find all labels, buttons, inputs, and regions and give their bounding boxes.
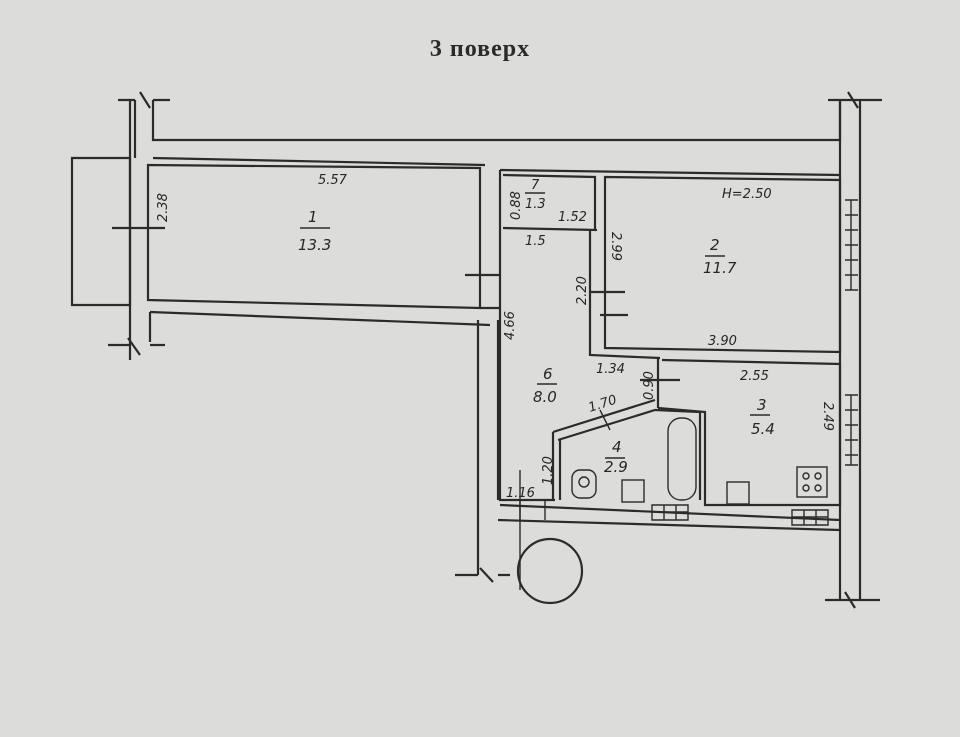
floor-title: 3 поверх xyxy=(429,36,531,62)
room-4-number: 4 xyxy=(612,438,622,456)
walls xyxy=(70,91,882,609)
dim-room3-length: 2.55 xyxy=(740,369,769,384)
dim-room2-length: 3.90 xyxy=(708,334,737,349)
dim-bath-side: 1.20 xyxy=(541,456,556,485)
dim-corridor-side: 2.20 xyxy=(575,276,590,305)
room-6-number: 6 xyxy=(543,365,553,383)
dim-corridor-width: 1.5 xyxy=(525,234,546,249)
room-3-area: 5.4 xyxy=(751,420,775,438)
dim-room7-width: 0.88 xyxy=(509,191,524,220)
room-1-area: 13.3 xyxy=(298,236,331,254)
dim-room1-width: 2.38 xyxy=(156,193,171,222)
dim-entry: 1.16 xyxy=(506,486,535,501)
room-6-area: 8.0 xyxy=(533,388,557,406)
stairwell-circle xyxy=(516,537,584,605)
room-2-number: 2 xyxy=(710,236,720,254)
room-4-area: 2.9 xyxy=(604,458,628,476)
dim-room7-length: 1.52 xyxy=(558,210,587,225)
dim-corridor-length: 4.66 xyxy=(503,311,518,340)
dim-room1-length: 5.57 xyxy=(318,173,348,188)
kitchen-sink-icon xyxy=(726,481,750,505)
dim-corridor-bottom: 1.34 xyxy=(596,362,625,377)
room-7-number: 7 xyxy=(531,178,540,193)
room-7-area: 1.3 xyxy=(525,197,546,212)
room-2-area: 11.7 xyxy=(703,259,737,277)
room-3-number: 3 xyxy=(757,396,767,414)
dim-ceiling-height: H=2.50 xyxy=(722,187,772,202)
bathtub-icon xyxy=(667,417,697,501)
sink-icon xyxy=(621,479,645,503)
toilet-icon xyxy=(571,469,597,499)
room-1-number: 1 xyxy=(308,208,318,226)
dim-door-width: 0.90 xyxy=(642,371,657,400)
dim-room2-width: 2.99 xyxy=(608,232,623,261)
stove-icon xyxy=(796,466,828,498)
dim-room3-width: 2.49 xyxy=(820,402,835,431)
